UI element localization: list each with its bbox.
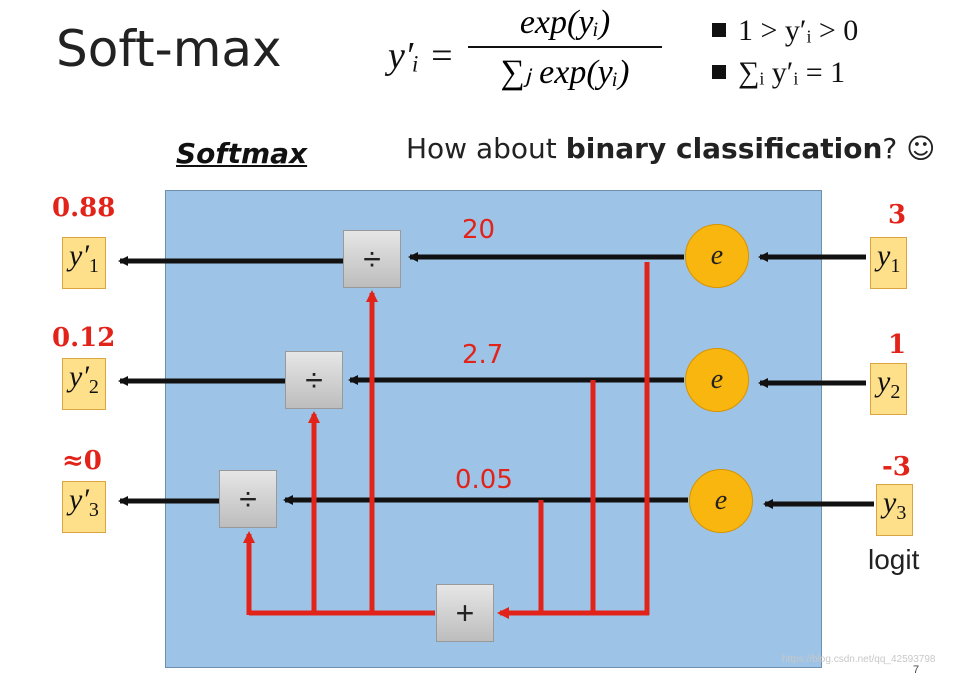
question-bold: binary classification <box>565 132 883 165</box>
input-y2: y2 <box>870 363 908 415</box>
bullet-square-icon <box>712 65 726 80</box>
sum-node: + <box>436 584 494 642</box>
property-sum-text: ∑ᵢ y′ᵢ = 1 <box>738 56 846 89</box>
output-y1-sub: 1 <box>88 255 99 277</box>
exp-value-2: 2.7 <box>462 340 504 370</box>
exp-value-1: 20 <box>462 215 496 245</box>
output-y2-label: y′ <box>69 360 89 393</box>
output-y2-sub: 2 <box>88 376 99 398</box>
output-y3: y′3 <box>62 481 106 533</box>
input-y2-label: y <box>877 365 891 398</box>
question-suffix: ? ☺ <box>882 132 936 165</box>
question-prefix: How about <box>406 132 566 165</box>
input-y1: y1 <box>870 237 908 289</box>
input-y1-label: y <box>877 239 891 272</box>
watermark: https://blog.csdn.net/qq_42593798 <box>782 654 936 665</box>
binary-question: How about binary classification? ☺ <box>406 132 935 165</box>
divide-node-2: ÷ <box>285 351 343 409</box>
input-y3: y3 <box>876 484 914 536</box>
softmax-label: Softmax <box>176 137 308 170</box>
exp-node-2: e <box>685 348 749 412</box>
formula-denominator: ∑ⱼ exp(yᵢ) <box>500 54 630 91</box>
property-range-text: 1 > y′ᵢ > 0 <box>738 14 859 47</box>
output-y3-sub: 3 <box>88 499 99 521</box>
output-value-3: ≈0 <box>62 446 102 476</box>
logit-label: logit <box>868 544 920 575</box>
property-range: 1 > y′ᵢ > 0 <box>712 14 858 48</box>
input-y3-sub: 3 <box>896 502 907 524</box>
input-value-2: 1 <box>888 330 907 360</box>
divide-node-3: ÷ <box>219 470 277 528</box>
input-value-1: 3 <box>888 200 907 230</box>
slide-title: Soft-max <box>56 20 282 78</box>
exp-node-3: e <box>689 469 753 533</box>
output-y1: y′1 <box>62 237 106 289</box>
formula-lhs: y′ᵢ = <box>388 35 455 77</box>
page-number: 7 <box>913 664 920 676</box>
output-value-1: 0.88 <box>52 193 116 223</box>
formula-numerator: exp(yᵢ) <box>519 4 611 41</box>
output-y2: y′2 <box>62 358 106 410</box>
input-y2-sub: 2 <box>890 381 901 403</box>
input-y3-label: y <box>883 486 897 519</box>
output-y1-label: y′ <box>69 239 89 272</box>
output-value-2: 0.12 <box>52 323 116 353</box>
divide-node-1: ÷ <box>343 230 401 288</box>
fraction-bar <box>468 46 662 48</box>
input-y1-sub: 1 <box>890 255 901 277</box>
exp-node-1: e <box>685 224 749 288</box>
exp-value-3: 0.05 <box>455 465 513 495</box>
output-y3-label: y′ <box>69 483 89 516</box>
property-sum: ∑ᵢ y′ᵢ = 1 <box>712 56 845 90</box>
formula-fraction: exp(yᵢ) ∑ⱼ exp(yᵢ) <box>468 4 662 92</box>
bullet-square-icon <box>712 23 726 38</box>
input-value-3: -3 <box>882 452 911 482</box>
